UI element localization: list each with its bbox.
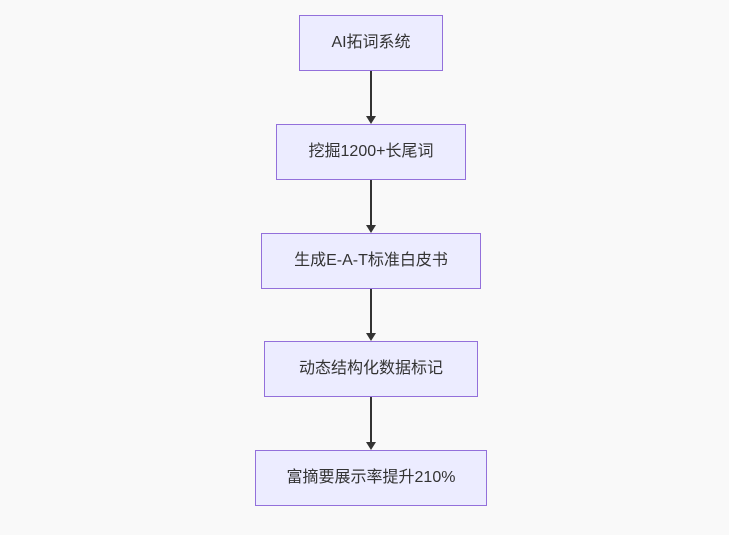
arrow-head-down-icon	[366, 442, 376, 450]
arrow-head-down-icon	[366, 225, 376, 233]
arrow-head-down-icon	[366, 116, 376, 124]
arrow-head-down-icon	[366, 333, 376, 341]
arrow-line	[370, 180, 372, 225]
flow-node-label: 动态结构化数据标记	[298, 360, 443, 377]
flow-node-ai-word-expansion-system: AI拓词系统	[299, 15, 443, 71]
arrow-line	[370, 289, 372, 333]
flow-arrow-4	[366, 397, 376, 450]
flow-node-label: AI拓词系统	[331, 34, 411, 51]
flow-node-rich-snippet-rate-increase: 富摘要展示率提升210%	[255, 450, 487, 506]
flow-node-label: 生成E-A-T标准白皮书	[294, 252, 448, 269]
arrow-line	[370, 71, 372, 116]
flow-arrow-3	[366, 289, 376, 341]
flow-arrow-1	[366, 71, 376, 124]
flow-node-label: 挖掘1200+长尾词	[308, 143, 434, 160]
arrow-line	[370, 397, 372, 442]
flow-node-mine-longtail-keywords: 挖掘1200+长尾词	[276, 124, 466, 180]
flow-node-dynamic-structured-data-markup: 动态结构化数据标记	[264, 341, 478, 397]
flow-arrow-2	[366, 180, 376, 233]
flow-node-generate-eat-whitepaper: 生成E-A-T标准白皮书	[261, 233, 481, 289]
flow-node-label: 富摘要展示率提升210%	[286, 469, 456, 486]
